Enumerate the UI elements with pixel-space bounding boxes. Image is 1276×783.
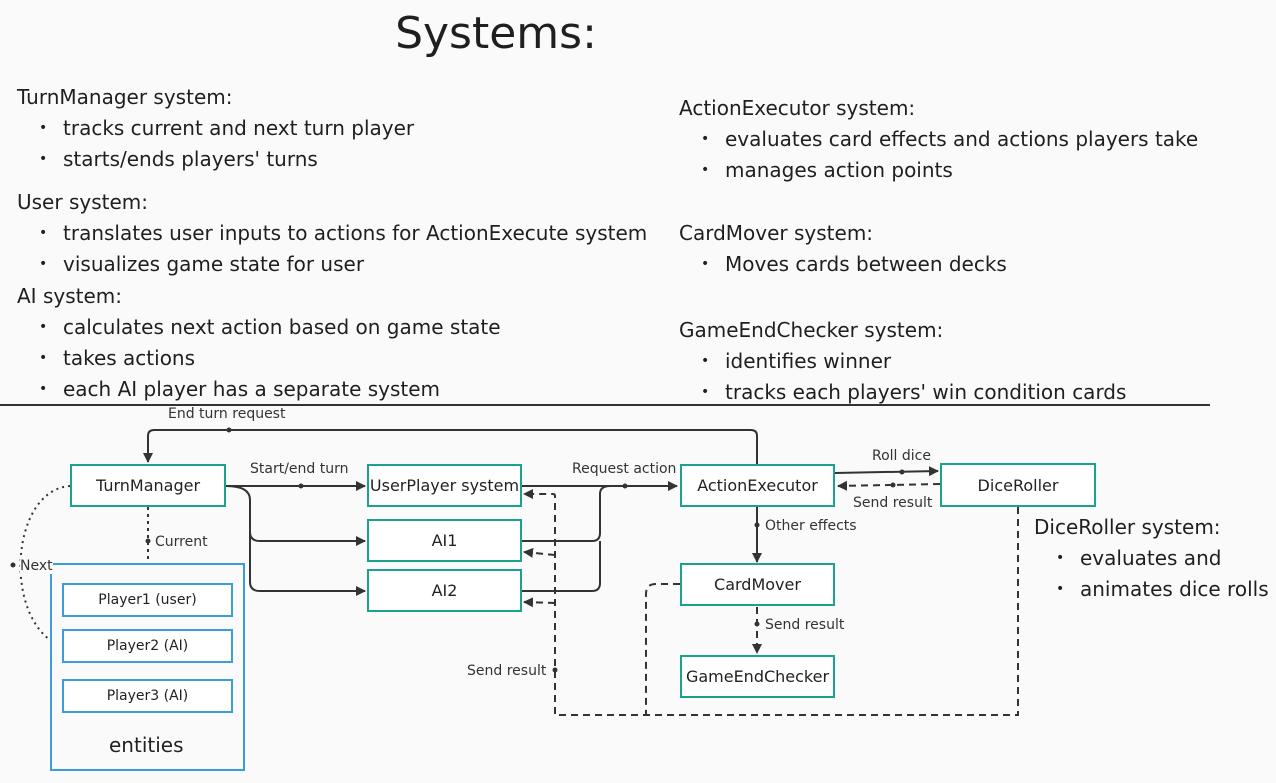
bullet: translates user inputs to actions for Ac… (39, 218, 647, 249)
next-label: Next (20, 558, 53, 574)
roll-dice-label: Roll dice (872, 448, 931, 464)
system-name: User system: (17, 190, 148, 214)
bullet: tracks each players' win condition cards (701, 377, 1126, 408)
bullet-continuation: animates dice rolls (1056, 574, 1269, 605)
players-send-result-ai1 (523, 547, 556, 558)
bullet: calculates next action based on game sta… (39, 312, 501, 343)
system-name: TurnManager system: (17, 85, 233, 109)
user-player-box: UserPlayer system (367, 464, 522, 507)
roll-dice-edge (834, 466, 939, 477)
bullet: tracks current and next turn player (39, 113, 414, 144)
end-turn-request-label: End turn request (168, 406, 286, 422)
start-end-turn-label: Start/end turn (250, 461, 349, 477)
current-label: Current (155, 534, 208, 550)
action-executor-description: ActionExecutor system: evaluates card ef… (679, 93, 1198, 186)
bullet: each AI player has a separate system (39, 374, 501, 405)
request-action-label: Request action (572, 461, 677, 477)
action-executor-box: ActionExecutor (680, 464, 835, 507)
other-effects-label: Other effects (765, 518, 857, 534)
user-system-description: User system: translates user inputs to a… (17, 187, 647, 280)
dice-roller-description: DiceRoller system: evaluates and animate… (1034, 512, 1269, 605)
players-send-result-edge (523, 489, 1019, 716)
system-name: CardMover system: (679, 221, 874, 245)
bullet: starts/ends players' turns (39, 144, 414, 175)
bullet: evaluates and (1056, 543, 1269, 574)
bullet: identifies winner (701, 346, 1126, 377)
turn-manager-box: TurnManager (70, 464, 226, 507)
ai-system-description: AI system: calculates next action based … (17, 281, 501, 405)
card-mover-description: CardMover system: Moves cards between de… (679, 218, 1007, 280)
section-divider (0, 404, 1210, 406)
game-end-checker-description: GameEndChecker system: identifies winner… (679, 315, 1126, 408)
system-name: ActionExecutor system: (679, 96, 916, 120)
dice-send-result-edge (837, 480, 941, 491)
end-turn-request-edge (143, 429, 758, 464)
player2-entity: Player2 (AI) (62, 629, 233, 663)
players-send-result-ai2 (523, 597, 556, 608)
turn-to-ai1-edge (225, 485, 366, 546)
bullet: visualizes game state for user (39, 249, 647, 280)
bullet: manages action points (701, 155, 1198, 186)
ai2-request-edge (522, 541, 601, 592)
turn-manager-description: TurnManager system: tracks current and n… (17, 82, 414, 175)
players-send-result-label: Send result (467, 663, 547, 679)
page-title: Systems: (395, 8, 597, 59)
player3-entity: Player3 (AI) (62, 679, 233, 713)
bullet: evaluates card effects and actions playe… (701, 124, 1198, 155)
bullet: takes actions (39, 343, 501, 374)
dice-send-result-label: Send result (853, 495, 933, 511)
bullet: Moves cards between decks (701, 249, 1007, 280)
system-name: AI system: (17, 284, 122, 308)
system-name: DiceRoller system: (1034, 515, 1221, 539)
dice-roller-box: DiceRoller (940, 463, 1096, 507)
ai1-request-edge (522, 485, 611, 542)
turn-to-ai2-edge (249, 530, 366, 596)
game-end-checker-box: GameEndChecker (680, 655, 835, 698)
ai2-box: AI2 (367, 569, 522, 612)
system-name: GameEndChecker system: (679, 318, 944, 342)
entities-label: entities (109, 733, 184, 757)
cardmover-send-result-edge (645, 583, 680, 715)
card-send-result-label: Send result (765, 617, 845, 633)
ai1-box: AI1 (367, 519, 522, 562)
player1-entity: Player1 (user) (62, 583, 233, 617)
card-mover-box: CardMover (680, 563, 835, 606)
